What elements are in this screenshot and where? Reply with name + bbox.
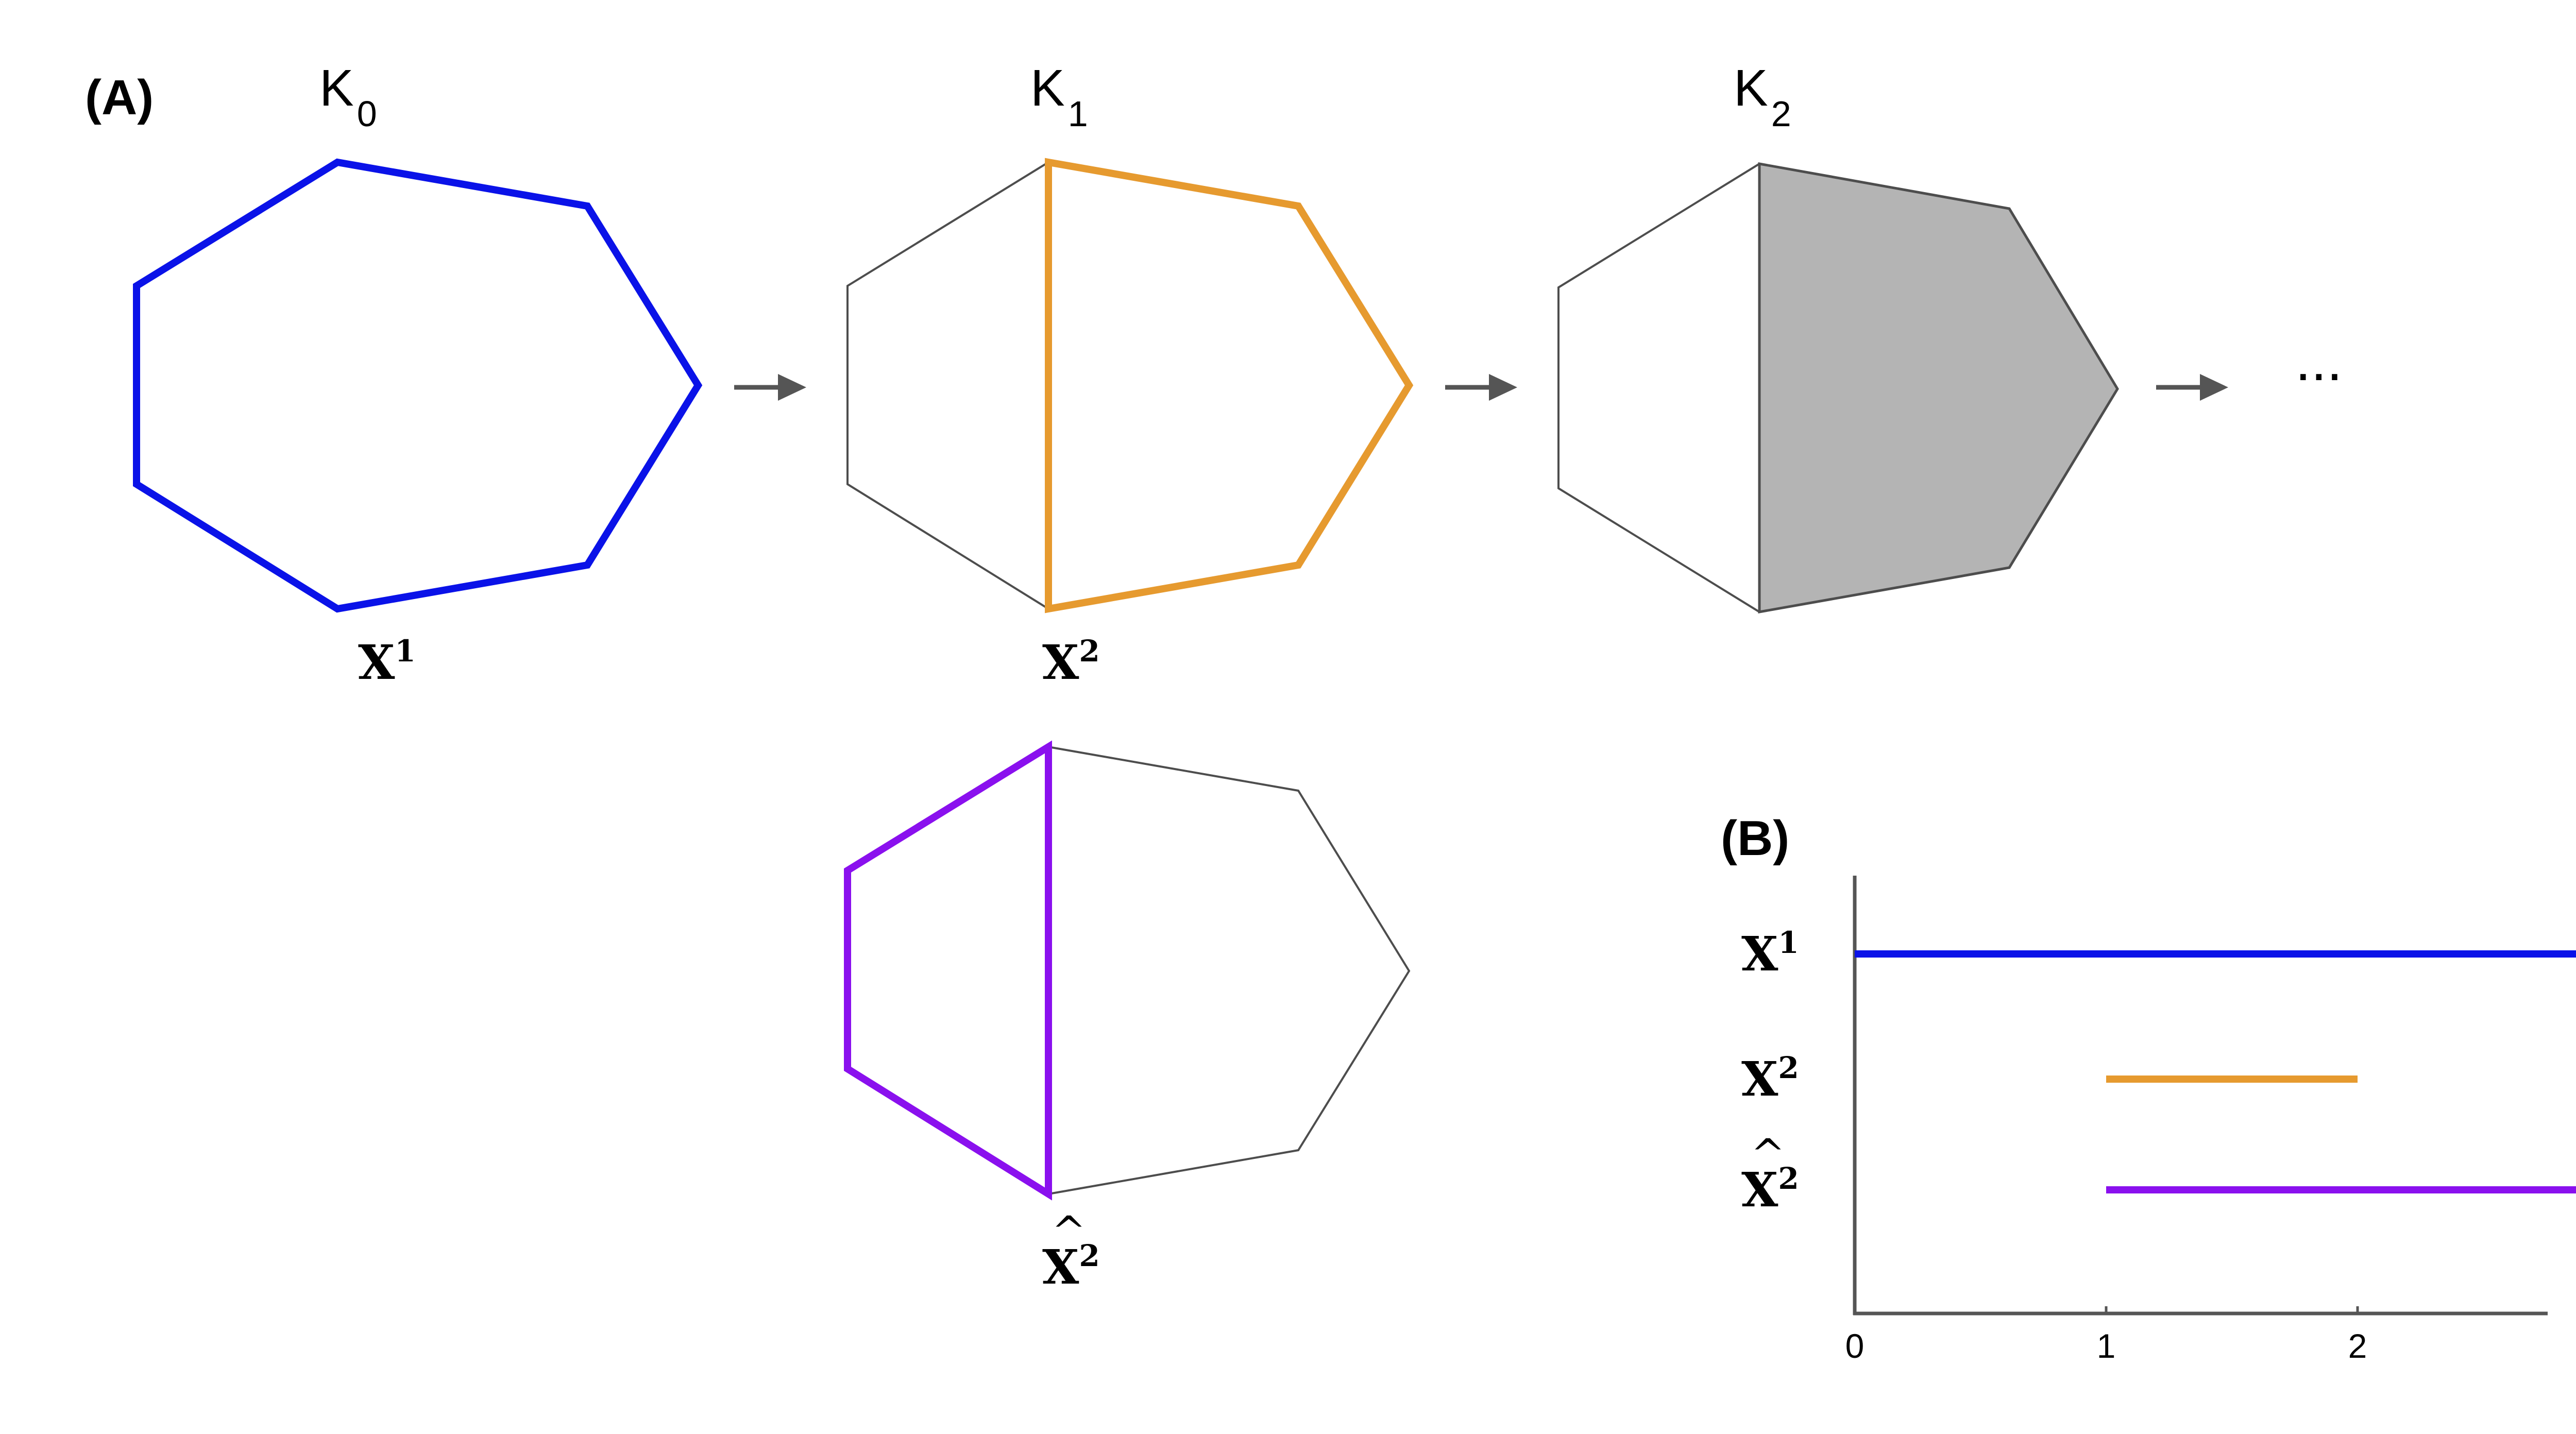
panel-a-label: (A) [85,70,154,125]
cycle-x2-hat [844,740,1052,1201]
arrow-icon [2156,374,2228,401]
hat-accent: ^ [1052,1207,1086,1255]
panel-b-label: (B) [1721,811,1789,866]
k1-left-edges [846,161,1049,610]
x2-hat-label: X2 [1042,1238,1100,1295]
k2-complex [1557,162,2119,613]
ellipsis: ... [2295,329,2343,392]
k1-hat-complex [844,740,1411,1201]
arrow-icon [1445,374,1517,401]
k2-filled-face [1758,162,2119,613]
k2-label: K2 [1734,59,1791,134]
barcode-label-x2hat: X2 [1741,1161,1799,1218]
k1-hat-right-edges [1048,746,1411,1195]
barcode-label-x1: X1 [1741,925,1799,982]
x-tick-label: 0 [1845,1327,1865,1365]
arrow-icon [734,374,806,401]
x2-label: X2 [1042,634,1100,690]
k0-cycle-x1 [133,158,703,613]
barcode-label-x2: X2 [1741,1050,1799,1107]
x-tick-label: 1 [2097,1327,2116,1365]
barcode-hat-accent: ^ [1751,1130,1785,1178]
k1-complex [846,158,1414,613]
k2-left-edges [1557,163,1760,613]
k1-cycle-x2 [1045,158,1414,613]
k1-label: K1 [1030,59,1088,134]
x1-label: X1 [358,634,416,690]
k0-label: K0 [319,59,377,134]
x-tick-label: 2 [2348,1327,2367,1365]
